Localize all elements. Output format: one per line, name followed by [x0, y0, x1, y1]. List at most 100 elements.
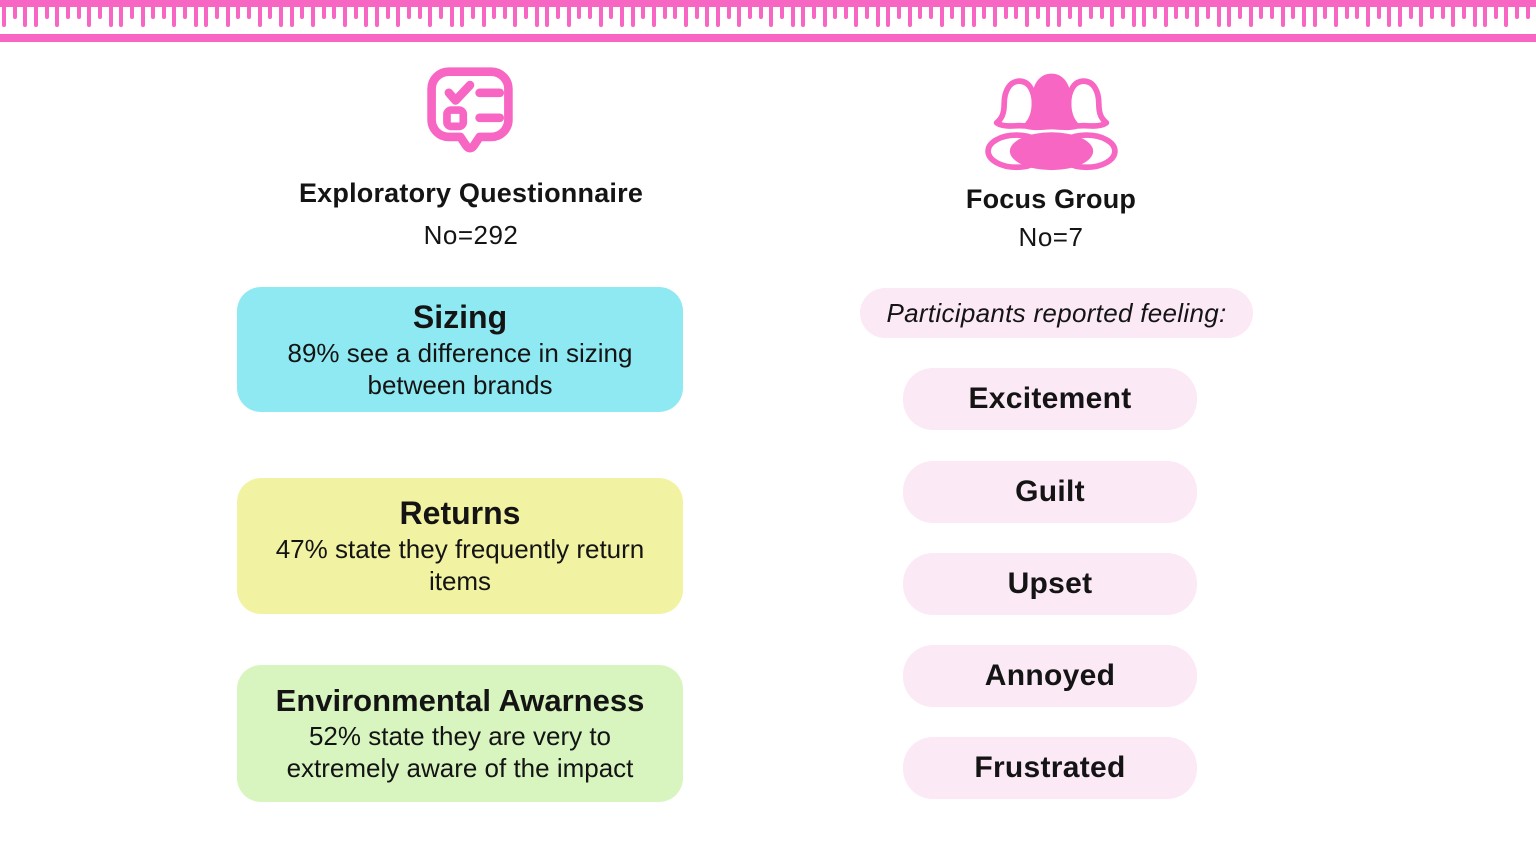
- ruler-tick: [481, 0, 486, 27]
- ruler-tick: [460, 0, 465, 27]
- card-environmental-title: Environmental Awarness: [275, 683, 645, 719]
- card-sizing-body: 89% see a difference in sizing between b…: [287, 337, 633, 400]
- left-column-title: Exploratory Questionnaire: [298, 178, 644, 208]
- ruler-tick: [1270, 0, 1275, 19]
- ruler-tick: [641, 0, 646, 19]
- ruler-tick: [630, 0, 635, 27]
- ruler-tick: [97, 0, 102, 19]
- ruler-tick: [1014, 0, 1019, 19]
- ruler-tick: [726, 0, 731, 19]
- ruler-tick: [1035, 0, 1040, 19]
- ruler-tick: [119, 0, 124, 27]
- ruler-tick: [1440, 0, 1445, 19]
- ruler-tick: [907, 0, 912, 27]
- ruler-tick: [23, 0, 28, 27]
- ruler-tick: [1312, 0, 1317, 27]
- ruler-tick: [758, 0, 763, 19]
- ruler-tick: [1163, 0, 1168, 27]
- ruler-tick: [556, 0, 561, 19]
- ruler-tick: [183, 0, 188, 19]
- ruler-tick: [801, 0, 806, 27]
- card-sizing: Sizing 89% see a difference in sizing be…: [237, 287, 683, 412]
- ruler-tick: [1302, 0, 1307, 27]
- ruler-tick: [215, 0, 220, 19]
- ruler-tick: [1461, 0, 1466, 19]
- ruler-tick: [524, 0, 529, 19]
- ruler-tick: [332, 0, 337, 19]
- ruler-tick: [1472, 0, 1477, 27]
- ruler-tick: [822, 0, 827, 27]
- ruler-tick: [204, 0, 209, 27]
- ruler-tick: [737, 0, 742, 27]
- ruler-tick: [1056, 0, 1061, 27]
- right-column-title: Focus Group: [965, 184, 1137, 214]
- ruler-tick: [364, 0, 369, 27]
- ruler-tick: [1248, 0, 1253, 27]
- feeling-pill-annoyed: Annoyed: [903, 645, 1197, 707]
- ruler-tick: [950, 0, 955, 19]
- ruler-tick: [289, 0, 294, 27]
- card-environmental-awareness: Environmental Awarness 52% state they ar…: [237, 665, 683, 802]
- ruler-tick: [673, 0, 678, 19]
- ruler-tick: [929, 0, 934, 19]
- ruler-tick: [1003, 0, 1008, 19]
- ruler-tick: [577, 0, 582, 19]
- ruler-tick: [588, 0, 593, 19]
- ruler-tick: [566, 0, 571, 27]
- ruler-strip: [0, 0, 1536, 7]
- ruler-tick: [300, 0, 305, 19]
- ruler-tick: [1344, 0, 1349, 19]
- ruler-tick: [1216, 0, 1221, 27]
- ruler-tick: [598, 0, 603, 27]
- ruler-tick: [662, 0, 667, 19]
- ruler-tick: [939, 0, 944, 27]
- ruler-tick: [268, 0, 273, 19]
- ruler-tick: [1152, 0, 1157, 19]
- ruler-tick: [1099, 0, 1104, 19]
- ruler-tick: [833, 0, 838, 19]
- ruler-tick: [140, 0, 145, 27]
- ruler-tick: [1088, 0, 1093, 19]
- ruler-tick: [1408, 0, 1413, 19]
- ruler-tick: [875, 0, 880, 27]
- ruler-tick: [44, 0, 49, 19]
- ruler-tick: [993, 0, 997, 27]
- ruler-tick: [55, 0, 60, 27]
- ruler-tick: [76, 0, 81, 19]
- card-environmental-body: 52% state they are very to extremely awa…: [286, 721, 634, 784]
- feeling-pill-upset: Upset: [903, 553, 1197, 615]
- ruler-tick: [715, 0, 720, 27]
- ruler-tick: [1397, 0, 1402, 27]
- ruler-tick: [396, 0, 401, 27]
- ruler-tick: [971, 0, 976, 27]
- ruler-tick: [470, 0, 475, 19]
- ruler-tick: [1376, 0, 1381, 19]
- feeling-pill-guilt: Guilt: [903, 461, 1197, 523]
- ruler-tick: [694, 0, 699, 19]
- ruler-tick: [311, 0, 316, 27]
- ruler-tick: [1110, 0, 1115, 27]
- ruler-tick: [513, 0, 518, 27]
- feelings-caption: Participants reported feeling:: [860, 288, 1253, 338]
- ruler-tick: [1515, 0, 1520, 19]
- ruler-tick: [1504, 0, 1509, 27]
- ruler-tick: [1078, 0, 1083, 27]
- ruler-tick: [161, 0, 166, 19]
- ruler-tick: [865, 0, 870, 19]
- ruler-tick: [1323, 0, 1328, 19]
- ruler-tick: [705, 0, 710, 27]
- ruler-tick: [1365, 0, 1370, 27]
- ruler-tick: [12, 0, 17, 19]
- ruler-tick: [129, 0, 134, 19]
- feeling-pill-frustrated: Frustrated: [903, 737, 1197, 799]
- ruler-tick: [1067, 0, 1072, 19]
- ruler-tick: [1238, 0, 1243, 19]
- ruler-tick: [961, 0, 966, 27]
- card-returns: Returns 47% state they frequently return…: [237, 478, 683, 614]
- ruler-tick: [108, 0, 113, 27]
- ruler-tick: [545, 0, 550, 27]
- feeling-pill-excitement: Excitement: [903, 368, 1197, 430]
- ruler-tick: [620, 0, 625, 27]
- ruler-tick: [1355, 0, 1360, 19]
- ruler-tick: [193, 0, 198, 27]
